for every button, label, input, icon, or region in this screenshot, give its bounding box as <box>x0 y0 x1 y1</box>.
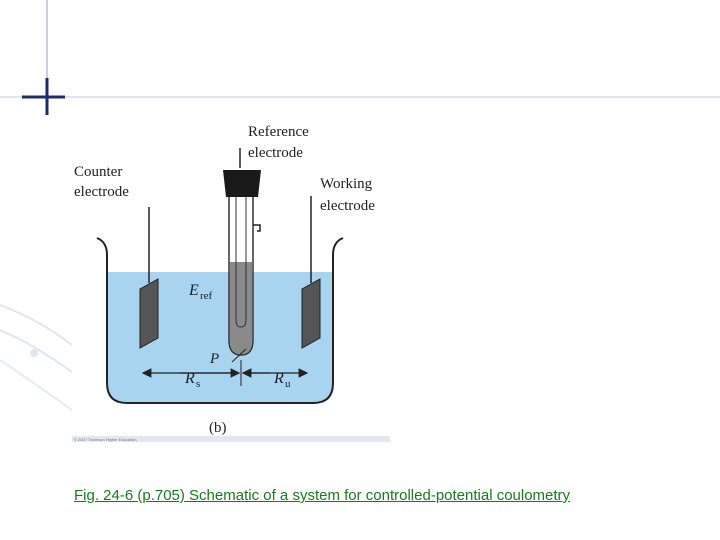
reference-electrode-side-port <box>253 224 261 232</box>
e-ref-label: E <box>188 282 199 299</box>
beaker <box>96 237 344 404</box>
copyright-notice: © 2007 Thomson Higher Education <box>74 437 136 442</box>
e-ref-subscript: ref <box>200 290 213 302</box>
slide-background-dot <box>30 349 38 357</box>
figure-caption: Fig. 24-6 (p.705) Schematic of a system … <box>74 487 571 504</box>
reference-electrode-stopper <box>223 170 261 197</box>
reference-electrode-label-line2: electrode <box>248 145 303 161</box>
rs-subscript: s <box>196 378 200 390</box>
counter-electrode-label-line1: Counter <box>74 164 122 180</box>
rs-label: R <box>184 370 195 387</box>
ru-subscript: u <box>285 378 291 390</box>
counter-electrode-label-line2: electrode <box>74 184 129 200</box>
electrolyte-solution <box>107 272 333 403</box>
point-p-label: P <box>209 351 219 367</box>
reference-electrode-inner-tube <box>235 197 247 328</box>
point-p-leader <box>231 348 247 363</box>
reference-electrode-tube <box>228 197 254 356</box>
panel-label: (b) <box>209 420 227 436</box>
ru-label: R <box>273 370 284 387</box>
reference-electrode-label-line1: Reference <box>248 124 309 140</box>
working-electrode-label-line2: electrode <box>320 198 375 214</box>
working-electrode-plate <box>301 278 321 349</box>
reference-electrode-filling <box>230 262 252 354</box>
slide-background-swoosh <box>0 329 73 373</box>
slide-background-swoosh <box>0 304 73 346</box>
working-electrode-label-line1: Working <box>320 176 373 192</box>
slide-background-swoosh <box>0 359 73 411</box>
counter-electrode-plate <box>139 278 159 349</box>
